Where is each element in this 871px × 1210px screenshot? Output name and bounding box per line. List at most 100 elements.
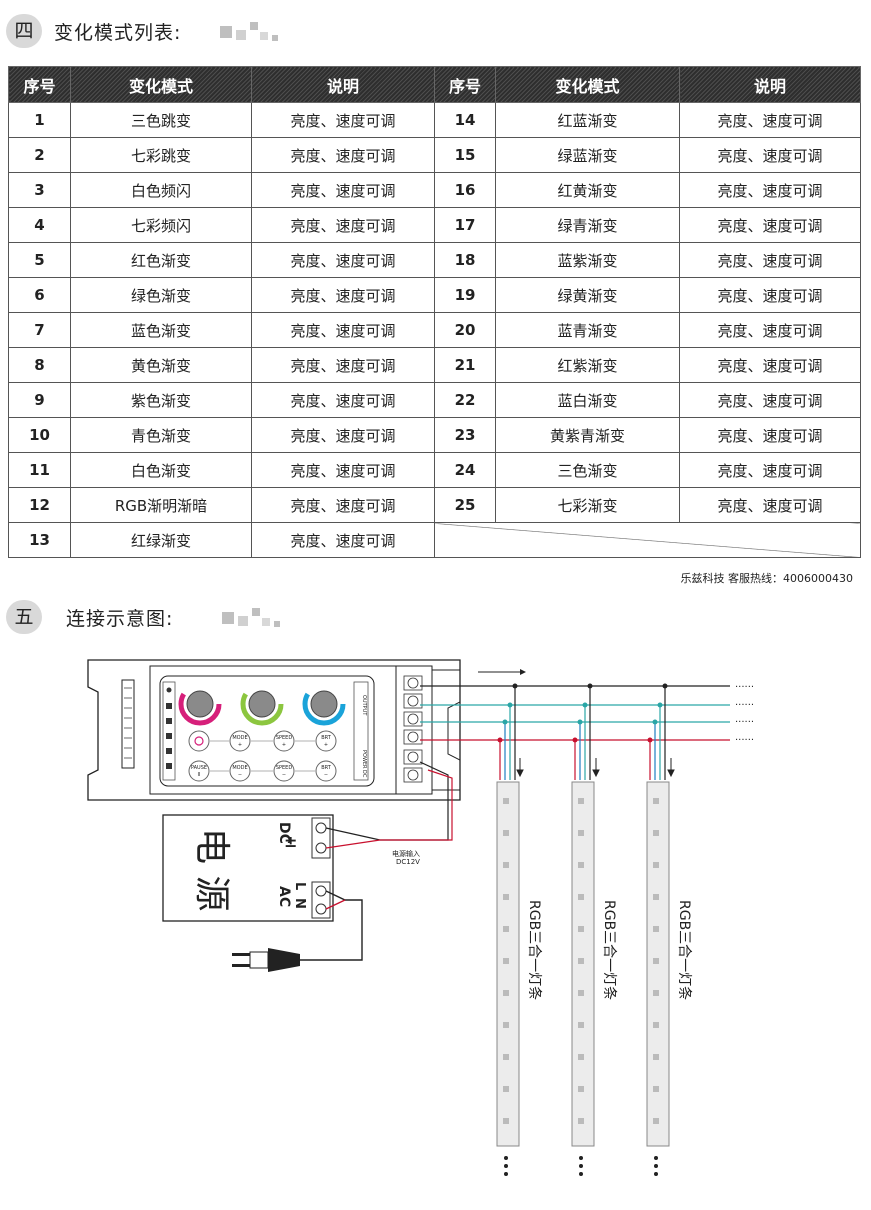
table-row: 12 RGB渐明渐暗 亮度、速度可调 25 七彩渐变 亮度、速度可调 — [8, 487, 861, 523]
strip-label: RGB三合一灯条 — [676, 900, 693, 1000]
led-strip — [496, 781, 520, 1147]
cell-mode: 绿蓝渐变 — [495, 137, 680, 173]
table-row: 10 青色渐变 亮度、速度可调 23 黄紫青渐变 亮度、速度可调 — [8, 417, 861, 453]
dc-plus-minus: ± — [284, 832, 297, 851]
cell-mode: 蓝白渐变 — [495, 382, 680, 418]
header-seq: 序号 — [8, 66, 71, 103]
led-strip — [571, 781, 595, 1147]
cell-no: 25 — [434, 487, 496, 523]
cell-mode: 三色跳变 — [70, 102, 252, 138]
controller: MODE + SPEED + BRT + PAUSE II MODE − SPE… — [87, 659, 461, 801]
cell-mode: 红黄渐变 — [495, 172, 680, 208]
cell-note: 亮度、速度可调 — [679, 452, 861, 488]
strip-label: RGB三合一灯条 — [601, 900, 618, 1000]
cell-note: 亮度、速度可调 — [679, 277, 861, 313]
section-4-heading: 四 变化模式列表: — [6, 14, 306, 52]
hotline-text: 乐兹科技 客服热线：4006000430 — [680, 572, 853, 585]
input-voltage-label: DC12V — [396, 858, 420, 866]
knob-green — [240, 682, 284, 726]
cell-mode: 蓝色渐变 — [70, 312, 252, 348]
cell-note: 亮度、速度可调 — [251, 347, 435, 383]
cell-note: 亮度、速度可调 — [679, 312, 861, 348]
table-row: 1 三色跳变 亮度、速度可调 14 红蓝渐变 亮度、速度可调 — [8, 102, 861, 138]
btn-brt-minus-sign: − — [324, 772, 328, 778]
table-row: 2 七彩跳变 亮度、速度可调 15 绿蓝渐变 亮度、速度可调 — [8, 137, 861, 173]
led-strip — [646, 781, 670, 1147]
btn-speed-minus-label: SPEED — [276, 765, 293, 771]
cell-note: 亮度、速度可调 — [251, 207, 435, 243]
cell-no: 11 — [8, 452, 71, 488]
cell-mode: 黄色渐变 — [70, 347, 252, 383]
cell-note: 亮度、速度可调 — [679, 242, 861, 278]
cell-mode: 绿色渐变 — [70, 277, 252, 313]
btn-speed-plus-sign: + — [282, 742, 286, 748]
btn-brt-plus-sign: + — [324, 742, 328, 748]
continuation-dots: ······ — [735, 682, 754, 693]
continuation-dots: ······ — [735, 735, 754, 746]
cell-no: 14 — [434, 102, 496, 138]
cell-note: 亮度、速度可调 — [251, 277, 435, 313]
input-label: 电源输入 — [392, 849, 420, 858]
cell-mode: 七彩频闪 — [70, 207, 252, 243]
section-title: 连接示意图: — [66, 608, 174, 630]
strip-drops — [499, 686, 666, 780]
section-number: 五 — [6, 600, 42, 634]
btn-speed-plus-label: SPEED — [276, 735, 293, 741]
cell-mode: 紫色渐变 — [70, 382, 252, 418]
cell-note: 亮度、速度可调 — [679, 207, 861, 243]
cell-no: 17 — [434, 207, 496, 243]
dc-input-wires — [325, 761, 453, 849]
cell-no: 8 — [8, 347, 71, 383]
cell-no: 19 — [434, 277, 496, 313]
flow-arrow — [478, 669, 526, 675]
cell-no: 6 — [8, 277, 71, 313]
cell-note: 亮度、速度可调 — [679, 102, 861, 138]
btn-brt-minus-label: BRT — [321, 765, 332, 771]
dc-label: DC — [276, 822, 292, 844]
cell-note: 亮度、速度可调 — [251, 487, 435, 523]
cell-mode: 七彩渐变 — [495, 487, 680, 523]
cell-no: 21 — [434, 347, 496, 383]
cell-no: 23 — [434, 417, 496, 453]
cell-note: 亮度、速度可调 — [251, 137, 435, 173]
power-side-label: POWER — [361, 750, 367, 769]
cell-no: 3 — [8, 172, 71, 208]
cell-no: 16 — [434, 172, 496, 208]
btn-mode-minus-sign: − — [238, 772, 242, 778]
n-label: N — [292, 898, 307, 909]
table-row: 6 绿色渐变 亮度、速度可调 19 绿黄渐变 亮度、速度可调 — [8, 277, 861, 313]
cell-mode: 绿黄渐变 — [495, 277, 680, 313]
table-row: 13 红绿渐变 亮度、速度可调 — [8, 522, 861, 558]
header-note: 说明 — [679, 66, 861, 103]
section-number: 四 — [6, 14, 42, 48]
header-note: 说明 — [251, 66, 435, 103]
cell-note: 亮度、速度可调 — [251, 522, 435, 558]
cell-no: 2 — [8, 137, 71, 173]
btn-mode-plus-label: MODE — [232, 735, 247, 741]
strip-label: RGB三合一灯条 — [526, 900, 543, 1000]
ac-label: AC — [276, 886, 292, 907]
table-row: 5 红色渐变 亮度、速度可调 18 蓝紫渐变 亮度、速度可调 — [8, 242, 861, 278]
cell-no: 20 — [434, 312, 496, 348]
strip-continuation-dots — [504, 1156, 658, 1176]
cell-no: 12 — [8, 487, 71, 523]
cell-no: 24 — [434, 452, 496, 488]
cell-note: 亮度、速度可调 — [679, 347, 861, 383]
cell-mode: 红色渐变 — [70, 242, 252, 278]
cell-no: 22 — [434, 382, 496, 418]
output-wires — [420, 685, 730, 741]
cell-no: 15 — [434, 137, 496, 173]
cell-note: 亮度、速度可调 — [251, 382, 435, 418]
btn-brt-plus-label: BRT — [321, 735, 332, 741]
cell-note: 亮度、速度可调 — [679, 172, 861, 208]
section-title: 变化模式列表: — [54, 22, 182, 44]
table-row: 9 紫色渐变 亮度、速度可调 22 蓝白渐变 亮度、速度可调 — [8, 382, 861, 418]
cell-no: 1 — [8, 102, 71, 138]
cell-mode: 白色频闪 — [70, 172, 252, 208]
header-seq: 序号 — [434, 66, 496, 103]
continuation-dots: ······ — [735, 717, 754, 728]
cell-note: 亮度、速度可调 — [679, 382, 861, 418]
table-header-row: 序号 变化模式 说明 序号 变化模式 说明 — [8, 66, 861, 103]
connection-diagram: MODE + SPEED + BRT + PAUSE II MODE − SPE… — [87, 659, 754, 1176]
cell-mode: 蓝紫渐变 — [495, 242, 680, 278]
